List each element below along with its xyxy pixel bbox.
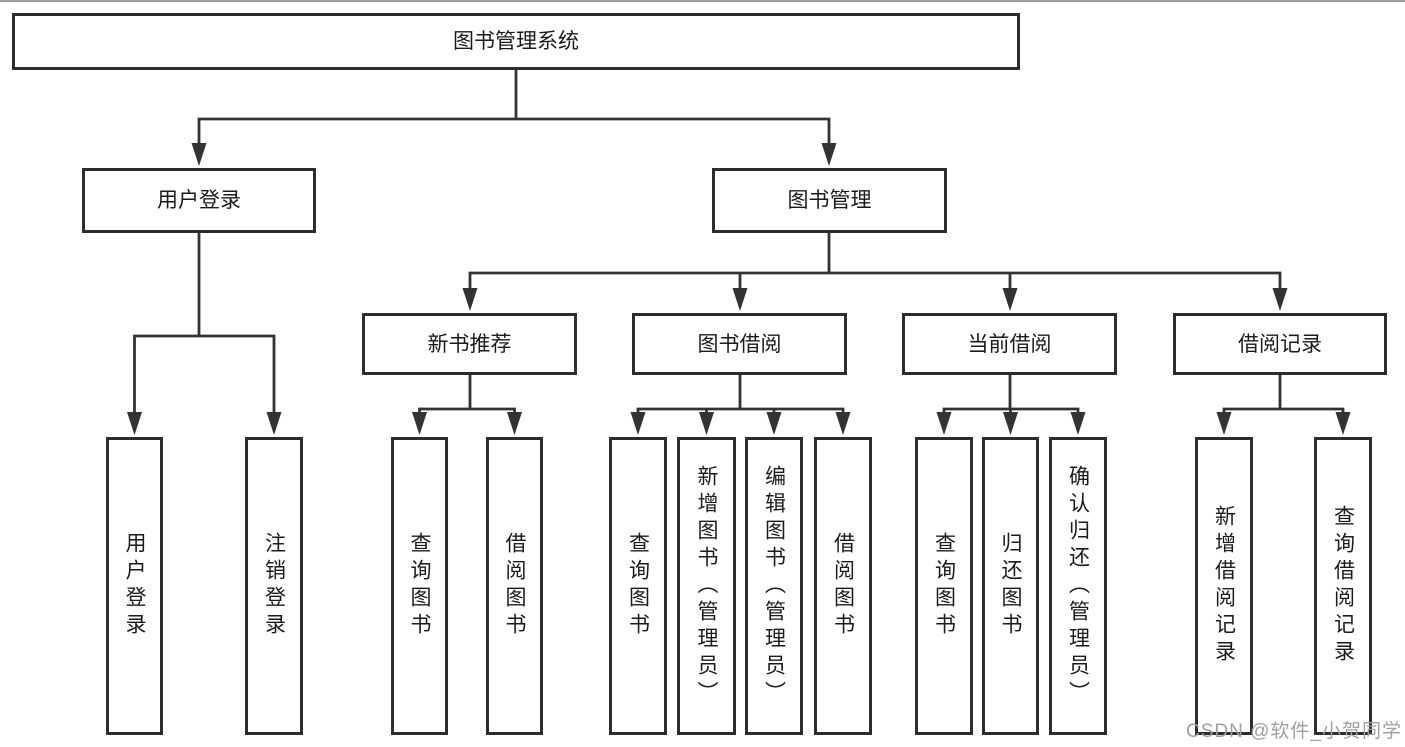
leaf-add-book-admin-label: 新增图书（管理员） — [695, 464, 718, 708]
node-current-borrow-label: 当前借阅 — [967, 332, 1052, 356]
leaf-confirm-return-admin: 确认归还（管理员） — [1049, 437, 1107, 735]
node-user-login: 用户登录 — [82, 168, 316, 233]
node-book-borrow: 图书借阅 — [632, 313, 847, 375]
leaf-user-login: 用户登录 — [106, 437, 163, 735]
leaf-logout: 注销登录 — [245, 437, 303, 735]
leaf-current-query-book: 查询图书 — [915, 437, 973, 735]
leaf-borrow-query-book-label: 查询图书 — [626, 532, 650, 640]
leaf-borrow-book-label: 借阅图书 — [831, 532, 855, 640]
leaf-add-borrow-record: 新增借阅记录 — [1195, 437, 1253, 735]
leaf-current-query-book-label: 查询图书 — [932, 532, 956, 640]
node-book-management: 图书管理 — [712, 168, 947, 233]
node-new-book-recommend: 新书推荐 — [362, 313, 577, 375]
leaf-recommend-borrow-book: 借阅图书 — [486, 437, 543, 735]
arrowhead-icons — [127, 143, 1351, 435]
leaf-add-borrow-record-label: 新增借阅记录 — [1212, 505, 1236, 667]
leaf-query-borrow-record: 查询借阅记录 — [1314, 437, 1372, 735]
leaf-borrow-book: 借阅图书 — [814, 437, 872, 735]
leaf-edit-book-admin: 编辑图书（管理员） — [745, 437, 803, 735]
leaf-return-book-label: 归还图书 — [999, 532, 1022, 640]
leaf-user-login-label: 用户登录 — [123, 532, 146, 640]
node-book-management-label: 图书管理 — [787, 189, 872, 212]
leaf-return-book: 归还图书 — [982, 437, 1039, 735]
leaf-confirm-return-admin-label: 确认归还（管理员） — [1066, 464, 1090, 708]
node-borrow-records: 借阅记录 — [1173, 313, 1387, 375]
leaf-borrow-query-book: 查询图书 — [609, 437, 667, 735]
leaf-recommend-borrow-book-label: 借阅图书 — [503, 532, 526, 640]
leaf-add-book-admin: 新增图书（管理员） — [677, 437, 736, 735]
node-user-login-label: 用户登录 — [157, 189, 241, 212]
leaf-logout-label: 注销登录 — [262, 532, 286, 640]
leaf-query-borrow-record-label: 查询借阅记录 — [1331, 505, 1355, 667]
node-book-borrow-label: 图书借阅 — [697, 332, 782, 356]
node-root-system: 图书管理系统 — [12, 13, 1020, 70]
node-borrow-records-label: 借阅记录 — [1238, 332, 1322, 356]
leaf-recommend-query-book: 查询图书 — [391, 437, 448, 735]
leaf-edit-book-admin-label: 编辑图书（管理员） — [762, 464, 786, 708]
node-root-label: 图书管理系统 — [453, 30, 579, 53]
csdn-watermark: CSDN @软件_小贺同学 — [1186, 721, 1402, 742]
top-edge-line — [0, 0, 1405, 2]
node-new-book-recommend-label: 新书推荐 — [427, 332, 512, 356]
node-current-borrow: 当前借阅 — [902, 313, 1117, 375]
leaf-recommend-query-book-label: 查询图书 — [408, 532, 431, 640]
